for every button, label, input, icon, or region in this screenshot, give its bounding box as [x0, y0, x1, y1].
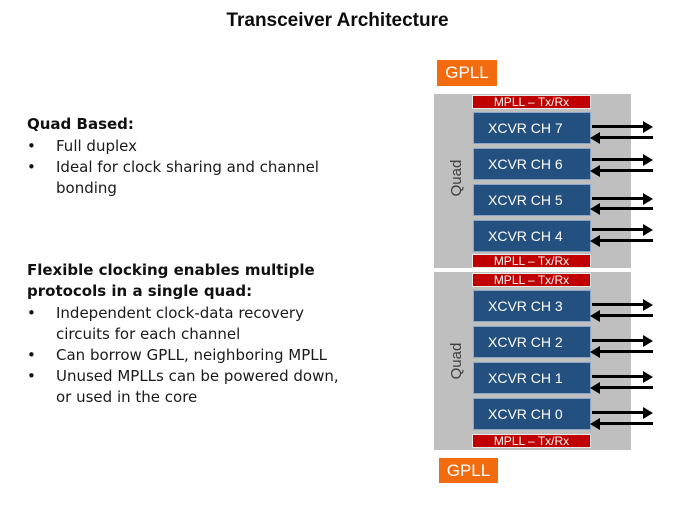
tx-arrow-icon [592, 120, 653, 133]
mpll-bar: MPLL – Tx/Rx [472, 434, 591, 448]
tx-arrow-icon [592, 153, 653, 166]
bullet-text: Unused MPLLs can be powered down, or use… [56, 367, 339, 406]
rx-arrow-icon [590, 381, 653, 394]
xcvr-channel-box: XCVR CH 6 [473, 148, 591, 180]
list-item: • Full duplex [27, 136, 387, 157]
rx-arrow-icon [590, 164, 653, 177]
tx-arrow-icon [592, 370, 653, 383]
list-item: • Can borrow GPLL, neighboring MPLL [27, 345, 387, 366]
rx-arrow-icon [590, 234, 653, 247]
quad-label: Quad [447, 159, 465, 197]
bullet-text: Independent clock-data recovery circuits… [56, 304, 304, 343]
mpll-bar: MPLL – Tx/Rx [472, 95, 591, 109]
tx-arrow-icon [592, 406, 653, 419]
gpll-top-box: GPLL [437, 60, 497, 86]
rx-arrow-icon [590, 417, 653, 430]
rx-arrow-icon [590, 345, 653, 358]
mpll-bar: MPLL – Tx/Rx [472, 254, 591, 268]
xcvr-channel-box: XCVR CH 0 [473, 398, 591, 430]
bullet-marker: • [27, 158, 36, 176]
tx-arrow-icon [592, 223, 653, 236]
list-item: • Independent clock-data recovery circui… [27, 303, 387, 345]
quad-based-section: Quad Based: • Full duplex • Ideal for cl… [27, 114, 387, 199]
bullet-text: Full duplex [56, 137, 137, 155]
rx-arrow-icon [590, 131, 653, 144]
bullet-list: • Independent clock-data recovery circui… [27, 303, 387, 408]
xcvr-channel-box: XCVR CH 3 [473, 290, 591, 322]
gpll-bottom-box: GPLL [439, 458, 498, 483]
xcvr-channel-box: XCVR CH 4 [473, 220, 591, 252]
rx-arrow-icon [590, 309, 653, 322]
xcvr-channel-box: XCVR CH 1 [473, 362, 591, 394]
bullet-text: Can borrow GPLL, neighboring MPLL [56, 346, 327, 364]
list-item: • Ideal for clock sharing and channel bo… [27, 157, 387, 199]
section-heading: Flexible clocking enables multiple proto… [27, 261, 315, 300]
tx-arrow-icon [592, 192, 653, 205]
mpll-bar: MPLL – Tx/Rx [472, 273, 591, 287]
xcvr-channel-box: XCVR CH 5 [473, 184, 591, 216]
page-title: Transceiver Architecture [226, 10, 449, 31]
flexible-clocking-section: Flexible clocking enables multiple proto… [27, 260, 387, 408]
tx-arrow-icon [592, 334, 653, 347]
rx-arrow-icon [590, 202, 653, 215]
bullet-marker: • [27, 367, 36, 385]
quad-label: Quad [447, 342, 465, 380]
tx-arrow-icon [592, 298, 653, 311]
xcvr-channel-box: XCVR CH 7 [473, 112, 591, 144]
bullet-marker: • [27, 137, 36, 155]
bullet-list: • Full duplex • Ideal for clock sharing … [27, 136, 387, 199]
bullet-text: Ideal for clock sharing and channel bond… [56, 158, 319, 197]
bullet-marker: • [27, 346, 36, 364]
section-heading: Quad Based: [27, 115, 134, 133]
xcvr-channel-box: XCVR CH 2 [473, 326, 591, 358]
list-item: • Unused MPLLs can be powered down, or u… [27, 366, 387, 408]
bullet-marker: • [27, 304, 36, 322]
